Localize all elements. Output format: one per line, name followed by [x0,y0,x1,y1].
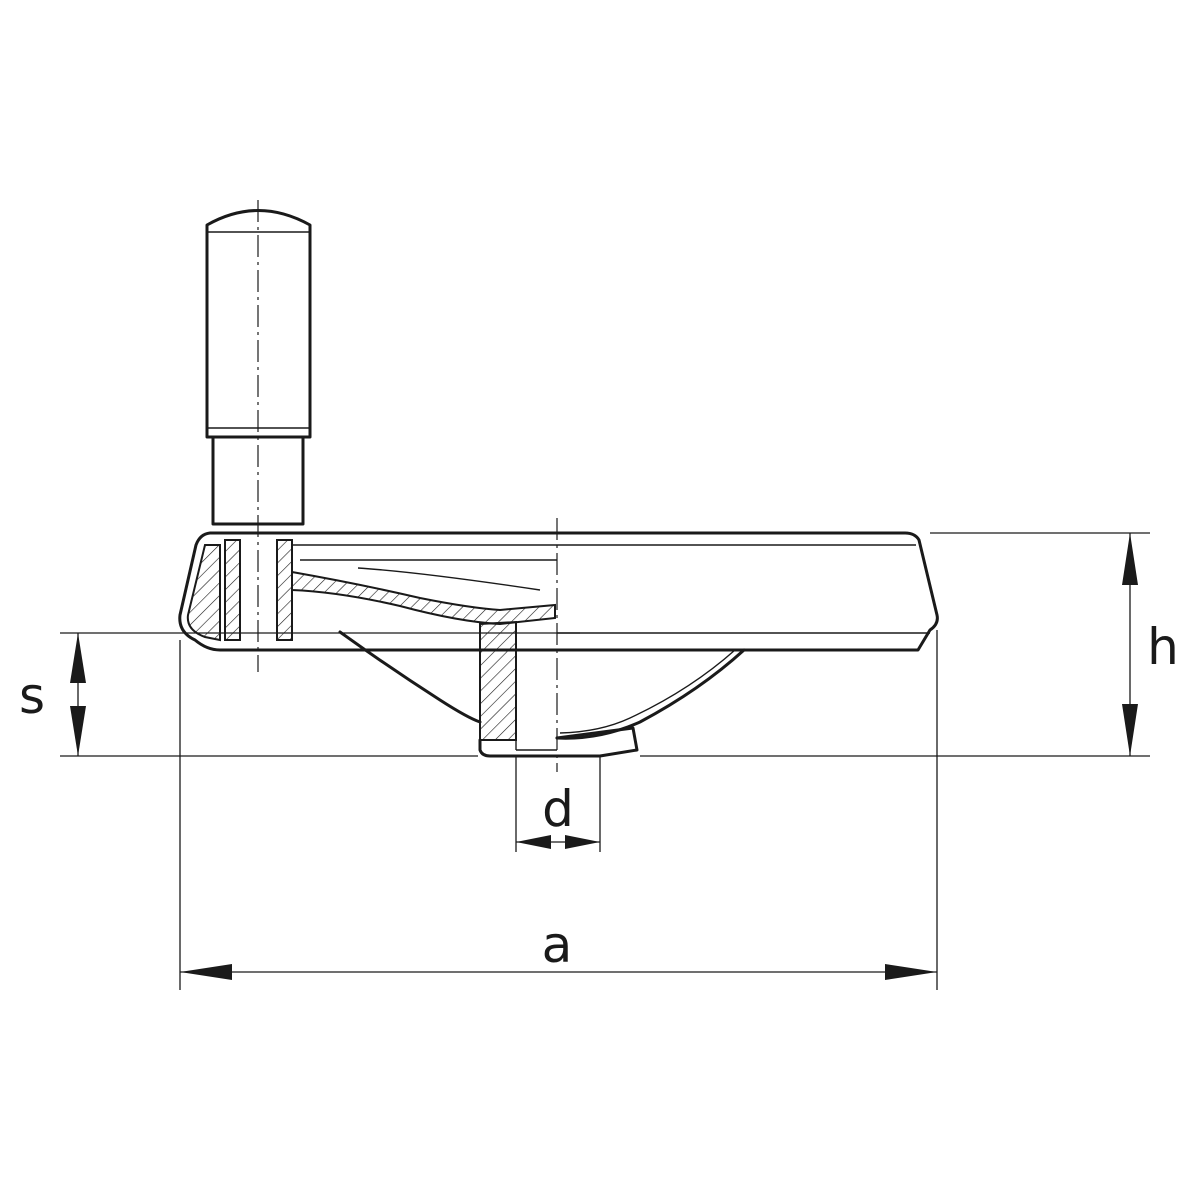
spoke-section [291,570,556,626]
dimension-label-d: d [542,780,574,838]
wheel-disc-curve [555,648,746,740]
inner-disc-curve [338,630,482,724]
dimension-label-a: a [542,916,573,974]
handle-grip [205,209,312,439]
dimension-label-h: h [1147,618,1179,676]
rim-section-hatch [186,544,221,642]
dimension-label-s: s [19,667,45,725]
hub-section-hatch [479,620,517,741]
handle-bushing-right [276,539,293,641]
hub-bottom-right [555,726,639,758]
wheel-rim-section-outline [178,531,559,652]
wheel-section-half [178,531,559,758]
center-lines [257,200,558,772]
dimension-labels: a h s d [19,618,1179,974]
revolving-handle [205,209,312,526]
dimension-lines [60,532,1150,990]
handle-bushing-left [224,539,241,641]
wheel-rim-outline [555,531,939,652]
hub-bottom-left [478,738,559,758]
handle-shank [211,435,305,526]
wheel-exterior-half [555,531,939,758]
